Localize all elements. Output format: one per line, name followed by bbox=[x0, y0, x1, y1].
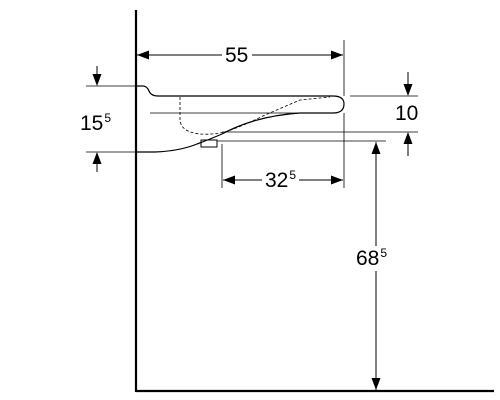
washbasin-body bbox=[136, 85, 345, 153]
drain-arrow-left bbox=[223, 175, 235, 185]
drain-offset-dimension-label: 325 bbox=[262, 169, 300, 191]
height-arrow-top bbox=[92, 74, 102, 86]
mount-height-dimension-label: 685 bbox=[356, 246, 388, 271]
width-dimension-label: 55 bbox=[222, 45, 253, 66]
mount-arrow-top bbox=[371, 142, 381, 154]
rim-height-dimension-label: 10 bbox=[395, 102, 419, 125]
width-arrow-right bbox=[331, 50, 343, 60]
height-dimension-label: 155 bbox=[80, 111, 112, 135]
mount-arrow-bottom bbox=[371, 378, 381, 390]
drain-arrow-right bbox=[331, 175, 343, 185]
height-arrow-bottom bbox=[92, 152, 102, 164]
drain-outlet bbox=[200, 139, 218, 148]
width-arrow-left bbox=[137, 50, 149, 60]
washbasin-bowl-hidden-line bbox=[179, 96, 331, 135]
rim-arrow-top bbox=[403, 84, 413, 96]
rim-arrow-bottom bbox=[403, 132, 413, 144]
